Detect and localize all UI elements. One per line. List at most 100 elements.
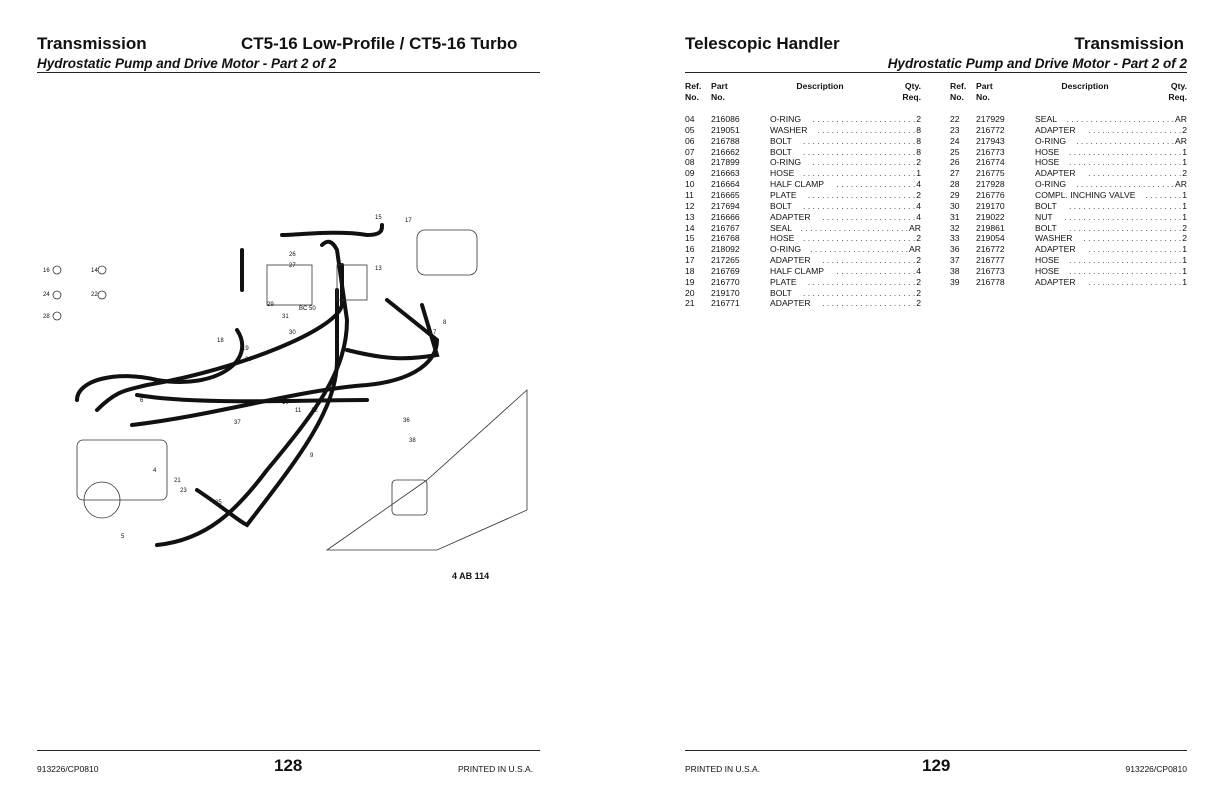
part-no: 217899 [711, 157, 740, 168]
hose-upper [240, 223, 384, 292]
part-no: 216774 [976, 157, 1005, 168]
header-line: Req. [902, 91, 921, 102]
figure-id: 4 AB 114 [452, 571, 490, 581]
drive-motor [416, 229, 478, 276]
description-cell: ADAPTER . . . . . . . . . . . . . . . . … [1035, 125, 1187, 136]
part-no: 216664 [711, 179, 740, 190]
description: BOLT [1035, 200, 1057, 211]
parts-table-row: 08 217899 O-RING . . . . . . . . . . . . .… [685, 157, 921, 168]
qty-required: 1 [1182, 255, 1187, 266]
column-header-qty: Qty.Req. [1147, 81, 1187, 102]
part-no: 219170 [711, 287, 740, 298]
ref-no: 26 [950, 157, 960, 168]
part-no: 216768 [711, 233, 740, 244]
part-no: 216773 [976, 146, 1005, 157]
description: PLATE [770, 276, 797, 287]
description: ADAPTER [1035, 276, 1076, 287]
ref-no: 24 [950, 135, 960, 146]
part-no: 216663 [711, 168, 740, 179]
header-line: No. [711, 91, 725, 102]
ref-no: 32 [950, 222, 960, 233]
description: BOLT [770, 135, 792, 146]
ref-no: 30 [950, 200, 960, 211]
header-line: Qty. [1170, 81, 1187, 91]
callout: 22 [91, 292, 98, 298]
leader-dots: . . . . . . . . . . . . . . . . . . . . … [803, 233, 916, 244]
leader-dots: . . . . . . . . . . . . . . . . . . . . [822, 211, 916, 222]
leader-dots: . . . . . . . . . . . . . . . . . . . . … [800, 222, 909, 233]
qty-required: 2 [916, 287, 921, 298]
qty-required: 1 [1182, 265, 1187, 276]
ref-no: 09 [685, 168, 695, 179]
description-cell: O-RING . . . . . . . . . . . . . . . . .… [1035, 136, 1187, 147]
qty-required: AR [909, 244, 921, 255]
callout: 9 [310, 453, 314, 459]
header-line: Ref. [685, 81, 702, 91]
part-no: 216778 [976, 276, 1005, 287]
header-line: Req. [1168, 91, 1187, 102]
qty-required: 2 [1182, 168, 1187, 179]
callout: 28 [43, 314, 50, 320]
callout: 29 [267, 302, 274, 308]
leader-dots: . . . . . . . . . . . . . . . . . . . . … [1076, 135, 1175, 146]
description-cell: HOSE . . . . . . . . . . . . . . . . . .… [770, 168, 921, 179]
description: ADAPTER [770, 255, 811, 266]
description-cell: ADAPTER . . . . . . . . . . . . . . . . … [770, 255, 921, 266]
qty-required: 2 [916, 298, 921, 309]
qty-required: 8 [916, 146, 921, 157]
callout: 25 [215, 500, 222, 506]
callout: 13 [375, 266, 382, 272]
callout: 19 [242, 346, 249, 352]
ref-no: 08 [685, 157, 695, 168]
description: HOSE [1035, 255, 1060, 266]
ref-no: 29 [950, 189, 960, 200]
qty-required: 1 [1182, 200, 1187, 211]
ref-no: 27 [950, 168, 960, 179]
hose-9 [95, 263, 344, 412]
description-cell: O-RING . . . . . . . . . . . . . . . . .… [770, 157, 921, 168]
callout: BC 50 [299, 306, 316, 312]
part-no: 216777 [976, 255, 1005, 266]
hose-main [155, 239, 350, 547]
leader-dots: . . . . . . . . . . . . . . . . . . . . … [1064, 211, 1182, 222]
description: O-RING [770, 114, 802, 124]
description-cell: ADAPTER . . . . . . . . . . . . . . . . … [770, 212, 921, 223]
header-line: No. [685, 91, 699, 102]
adapter-block [336, 264, 368, 301]
header-line: No. [976, 91, 990, 102]
qty-required: 8 [916, 124, 921, 135]
hose-right [345, 303, 440, 361]
header-line: Description [796, 81, 844, 91]
description: O-RING [1035, 179, 1067, 190]
leader-dots: . . . . . . . . . . . . . . . . . . . . … [803, 146, 916, 157]
description-cell: NUT . . . . . . . . . . . . . . . . . . … [1035, 212, 1187, 223]
leader-dots: . . . . . . . . . . . . . . . . . . . . … [807, 189, 916, 200]
part-no: 216662 [711, 146, 740, 157]
part-no: 219051 [711, 124, 740, 135]
leader-dots: . . . . . . . . . . . . . . . . . . . . … [817, 124, 916, 135]
ref-no: 11 [685, 189, 694, 200]
leader-dots: . . . . . . . . . . . . . . . . . . . . … [803, 287, 916, 298]
ref-no: 21 [685, 298, 695, 309]
callout: 18 [217, 338, 224, 344]
leader-dots: . . . . . . . . . . . . . . . . . . . . [1088, 124, 1182, 135]
callout: 36 [403, 418, 410, 424]
callout: 30 [289, 330, 296, 336]
description-cell: HALF CLAMP . . . . . . . . . . . . . . .… [770, 179, 921, 190]
description-cell: BOLT . . . . . . . . . . . . . . . . . .… [1035, 201, 1187, 212]
pump-flange [83, 481, 121, 519]
qty-required: 8 [916, 135, 921, 146]
section-title: Telescopic Handler [685, 34, 840, 53]
